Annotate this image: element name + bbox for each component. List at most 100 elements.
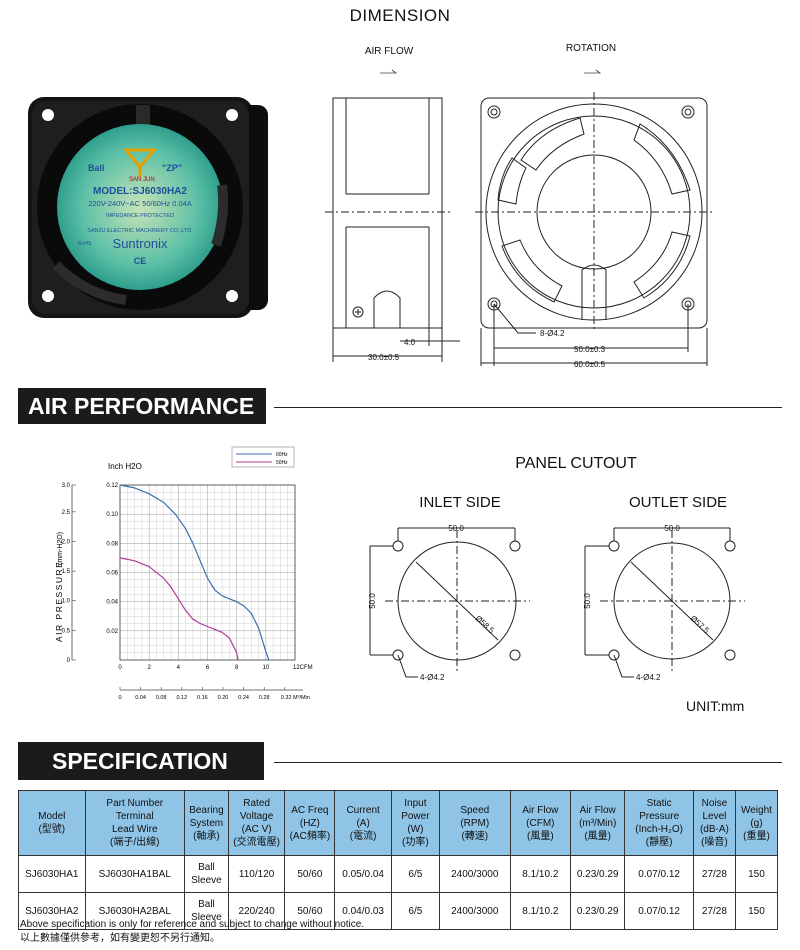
y-mm-tick-label: 1.5 bbox=[62, 569, 71, 575]
table-header-line: Pressure bbox=[639, 811, 680, 822]
rotation-arrow-icon bbox=[584, 69, 602, 74]
rotation-label: ROTATION bbox=[566, 43, 616, 54]
table-header-line: (型號) bbox=[38, 824, 66, 835]
fan-side-view bbox=[325, 97, 460, 362]
table-header-line: (重量) bbox=[743, 830, 770, 842]
y-mm-tick-label: 3.0 bbox=[62, 483, 71, 489]
table-header-line: (dB-A) bbox=[699, 824, 729, 835]
series-line-60hz bbox=[119, 484, 270, 661]
table-header-line: Noise bbox=[701, 798, 728, 809]
table-header-line: Static bbox=[646, 798, 672, 809]
x-m3-tick-label: 0.28 bbox=[259, 695, 270, 700]
air-performance-divider bbox=[274, 407, 782, 408]
table-cell: SJ6030HA1 bbox=[18, 855, 86, 893]
x-tick-label: 6 bbox=[206, 665, 210, 671]
table-cell: 110/120 bbox=[227, 855, 286, 893]
dim-60: 60.0±0.5 bbox=[574, 360, 606, 369]
table-header-line: Power bbox=[401, 811, 430, 822]
table-header-line: (靜壓) bbox=[645, 837, 673, 848]
table-header-cell: Speed(RPM)(轉速) bbox=[438, 790, 511, 856]
table-cell: 8.1/10.2 bbox=[509, 855, 572, 893]
series-line-50hz bbox=[119, 557, 239, 661]
table-header-line: (軸承) bbox=[193, 830, 220, 842]
dim-50: 50.0±0.3 bbox=[574, 345, 606, 354]
table-header-line: Rated bbox=[243, 798, 270, 809]
specification-divider bbox=[274, 762, 782, 763]
table-header-line: (g) bbox=[750, 817, 763, 829]
air-flow-arrow-icon bbox=[380, 69, 398, 74]
spec-note-zh: 以上數據僅供參考，如有變更恕不另行通知。 bbox=[20, 933, 220, 944]
table-header-cell: Model(型號) bbox=[18, 790, 86, 856]
table-header-line: Level bbox=[702, 811, 727, 822]
table-header-line: Current bbox=[346, 804, 380, 816]
fan-label-ce: CE bbox=[134, 256, 147, 266]
panel-cutout-title: PANEL CUTOUT bbox=[515, 455, 637, 472]
y-axis-unit: (mm-H2O) bbox=[57, 532, 64, 565]
dim-holes: 8-Ø4.2 bbox=[540, 329, 565, 338]
table-cell: 6/5 bbox=[390, 892, 440, 930]
y-axis-label: AIR PRESSURE bbox=[54, 561, 64, 642]
unit-label: UNIT:mm bbox=[686, 698, 745, 714]
inlet-height: 50.0 bbox=[368, 593, 377, 609]
inlet-diameter: Ø58.5 bbox=[474, 614, 497, 636]
table-header-line: (AC V) bbox=[241, 824, 272, 835]
dim-30: 30.0±0.5 bbox=[368, 353, 400, 362]
table-cell: 0.05/0.04 bbox=[334, 855, 392, 893]
fan-blade-triangle-icon bbox=[122, 148, 158, 177]
table-header-line: Voltage bbox=[239, 811, 274, 822]
fan-label-zp: "ZP" bbox=[162, 163, 182, 173]
table-cell: 27/28 bbox=[692, 892, 736, 930]
table-cell: 0.04/0.03 bbox=[334, 892, 392, 930]
y-tick-label: 0.02 bbox=[106, 629, 118, 635]
table-header-line: (端子/出線) bbox=[110, 837, 160, 848]
x-tick-label: 0 bbox=[118, 665, 122, 671]
table-cell: SJ6030HA2 bbox=[18, 892, 86, 930]
fan-label-logo: Suntronix bbox=[113, 236, 168, 251]
outlet-width: 50.0 bbox=[664, 524, 680, 533]
x-tick-label: 4 bbox=[177, 665, 181, 671]
table-header-line: (AC頻率) bbox=[289, 830, 331, 842]
table-header-cell: Current(A)(電流) bbox=[334, 790, 392, 856]
x-tick-label: 2 bbox=[147, 665, 151, 671]
air-flow-label: AIR FLOW bbox=[365, 46, 414, 57]
y-tick-label: 0.08 bbox=[106, 541, 118, 547]
table-header-line: (Inch-H₂O) bbox=[635, 824, 684, 835]
y-mm-tick-label: 1.0 bbox=[62, 599, 71, 605]
outlet-side-title: OUTLET SIDE bbox=[629, 494, 727, 511]
table-header-line: (電流) bbox=[349, 830, 377, 842]
inlet-width: 50.0 bbox=[448, 524, 464, 533]
table-cell: SJ6030HA2BAL bbox=[84, 892, 185, 930]
y-mm-tick-label: 0 bbox=[67, 658, 71, 664]
table-header-line: (RPM) bbox=[460, 817, 490, 829]
table-cell: 220/240 bbox=[227, 892, 286, 930]
y-mm-tick-label: 0.5 bbox=[62, 628, 71, 634]
x-tick-label: 10 bbox=[262, 665, 269, 671]
table-header-line: (交流電壓) bbox=[233, 837, 280, 848]
table-header-line: (CFM) bbox=[526, 817, 555, 829]
table-header-line: Speed bbox=[460, 804, 490, 816]
x-m3-tick-label: 0.16 bbox=[197, 695, 208, 700]
table-header-cell: Air Flow(m³/Min)(風量) bbox=[570, 790, 626, 856]
inlet-holes: 4-Ø4.2 bbox=[420, 673, 445, 682]
dim-4: 4.0 bbox=[404, 338, 416, 347]
table-header-line: (風量) bbox=[526, 830, 554, 842]
table-header-line: (風量) bbox=[584, 830, 611, 842]
y-tick-label: 0.04 bbox=[106, 600, 118, 606]
table-header-line: (m³/Min) bbox=[579, 817, 617, 829]
dimension-title: DIMENSION bbox=[349, 6, 451, 25]
table-header-line: AC Freq bbox=[291, 804, 329, 816]
fan-label-rohs: RoHS bbox=[78, 241, 92, 247]
table-cell: 27/28 bbox=[692, 855, 736, 893]
table-cell: 0.23/0.29 bbox=[570, 892, 626, 930]
fan-label-model: MODEL:SJ6030HA2 bbox=[93, 186, 187, 197]
chart-grid bbox=[119, 484, 296, 661]
x-m3-tick-label: 0.32 M³/Min bbox=[281, 695, 310, 700]
